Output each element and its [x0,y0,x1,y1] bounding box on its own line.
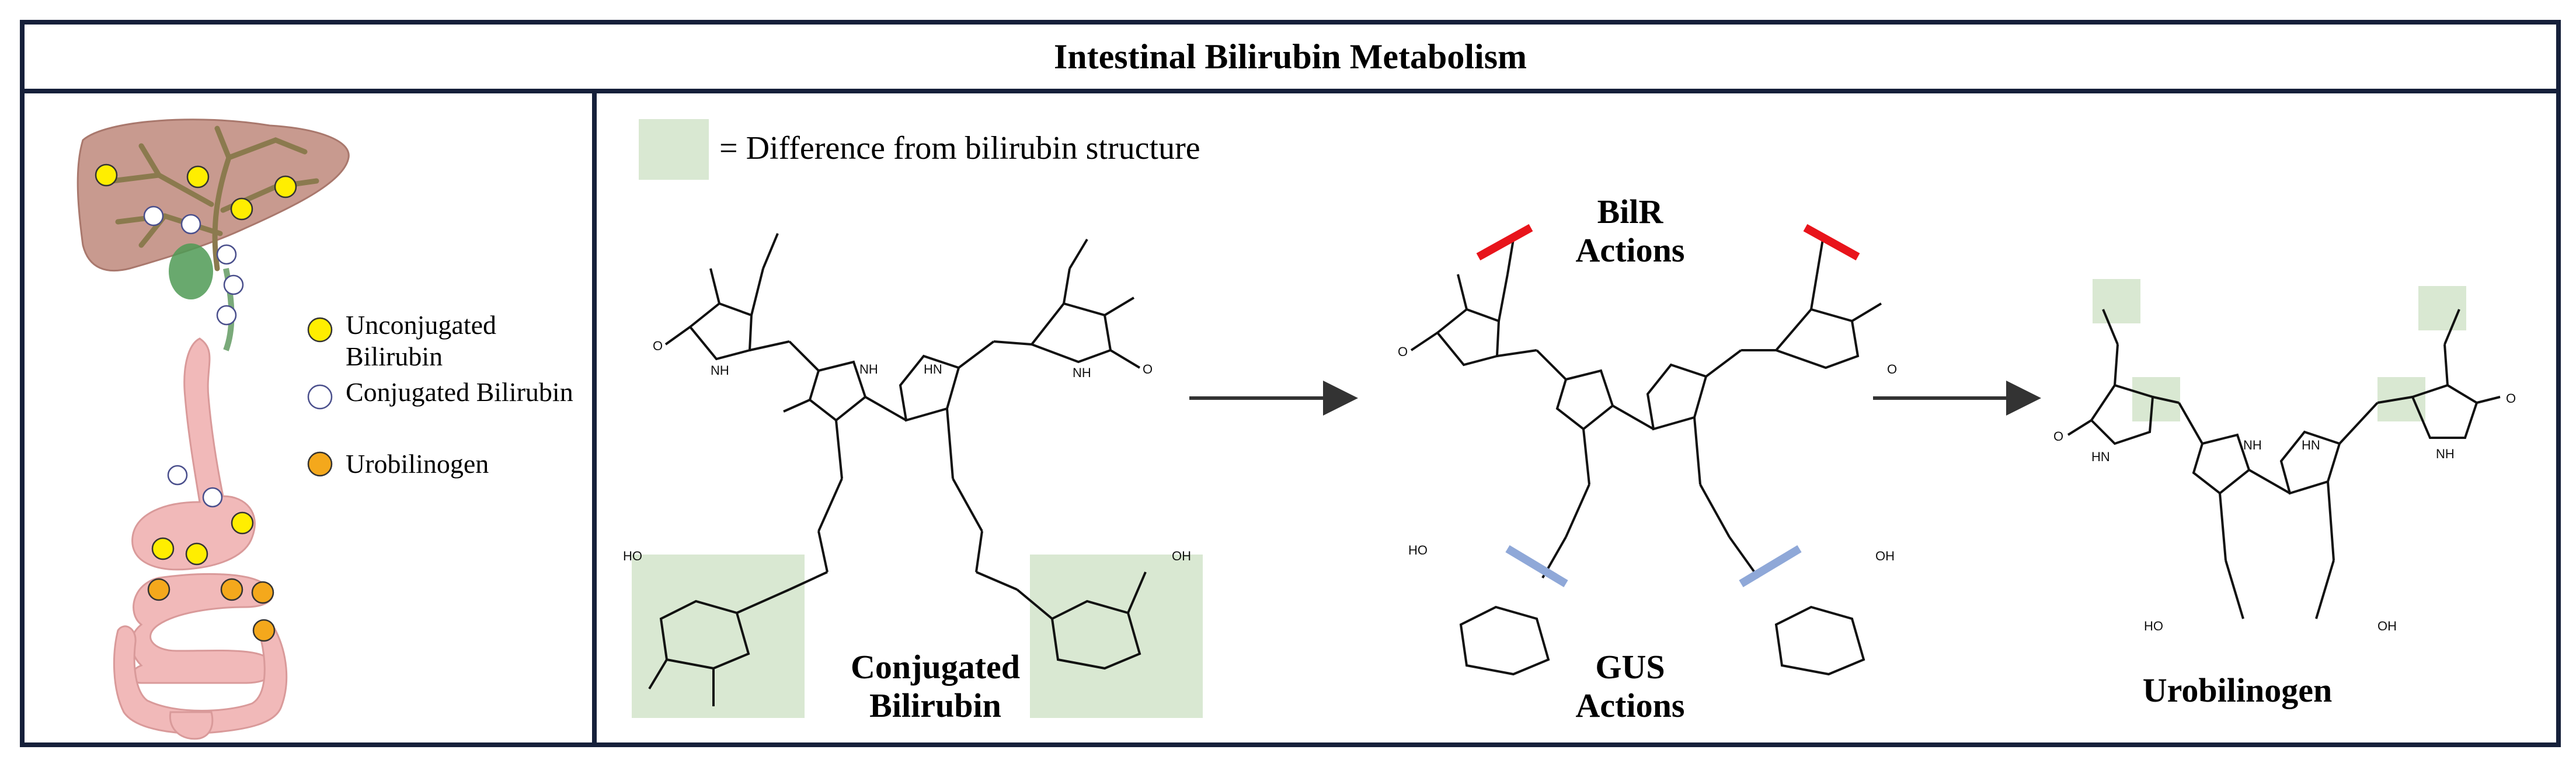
gus-actions-label: GUS Actions [1575,648,1685,724]
atom-o-5: O [2053,429,2063,444]
gus-cut-left [1505,545,1568,588]
atom-o-6: O [2506,391,2516,406]
urobilinogen-markers [147,578,276,642]
legend-conjugated-label: Conjugated Bilirubin [346,377,573,407]
difference-key-swatch [639,119,709,180]
difference-key-label: = Difference from bilirubin structure [719,130,1200,166]
atom-o-3: O [1398,344,1408,359]
legend-unconjugated-label: Unconjugated Bilirubin [346,310,497,371]
atom-ho-1: HO [623,549,642,563]
bilr-gus-structure [1410,239,1882,676]
atom-oh-3: OH [2377,619,2397,633]
atom-hn-3: HN [2302,438,2320,452]
panel-divider [592,89,597,742]
figure-frame: Intestinal Bilirubin Metabolism [20,20,2561,747]
legend-urobilinogen-swatch [307,451,333,477]
urobilinogen-highlight-4 [2418,286,2466,330]
anatomy-illustration [76,118,350,740]
sugar-highlight-right [1030,555,1203,718]
atom-o-4: O [1887,362,1897,376]
title-bar: Intestinal Bilirubin Metabolism [25,25,2556,93]
legend-urobilinogen-label: Urobilinogen [346,449,489,479]
bilr-actions-label: BilR Actions [1575,193,1685,269]
atom-oh-1: OH [1172,549,1191,563]
gi-tract [113,337,288,740]
atom-ho-3: HO [2144,619,2163,633]
anatomy-panel: Unconjugated Bilirubin Conjugated Biliru… [25,93,592,742]
atom-o-1: O [653,339,663,353]
atom-nh-1: NH [859,362,878,376]
legend-unconjugated-swatch [307,317,333,343]
legend-conjugated-swatch [307,384,333,410]
atom-hn-1: HN [924,362,942,376]
urobilinogen-highlight-2 [2132,377,2180,421]
atom-n-1: NH [711,363,729,378]
bilr-cut-right [1803,224,1860,261]
urobilinogen-label: Urobilinogen [2142,671,2333,709]
atom-nh-2: NH [2243,438,2262,452]
gallbladder-shape [169,243,213,299]
urobilinogen-structure [2067,309,2501,619]
bilr-cut-left [1476,224,1533,261]
sugar-highlight-left [632,555,805,718]
figure-title: Intestinal Bilirubin Metabolism [1053,37,1527,76]
urobilinogen-highlight-1 [2093,279,2140,323]
chemistry-panel: O NH NH HN NH O HO OH O O HO OH O HN NH … [597,93,2556,742]
conjugated-bilirubin-label: Conjugated Bilirubin [850,648,1021,724]
atom-ho-2: HO [1408,543,1428,557]
conjugated-markers [143,205,244,508]
atom-o-2: O [1143,362,1153,376]
atom-n-2: NH [1073,365,1091,380]
atom-hn-2: HN [2091,449,2110,464]
unconjugated-markers [95,163,297,566]
atom-oh-2: OH [1875,549,1895,563]
reaction-scheme: O NH NH HN NH O HO OH O O HO OH O HN NH … [623,119,2516,718]
gus-cut-right [1739,545,1802,588]
atom-nh-3: NH [2436,447,2455,461]
conjugated-bilirubin-structure [648,233,1147,706]
